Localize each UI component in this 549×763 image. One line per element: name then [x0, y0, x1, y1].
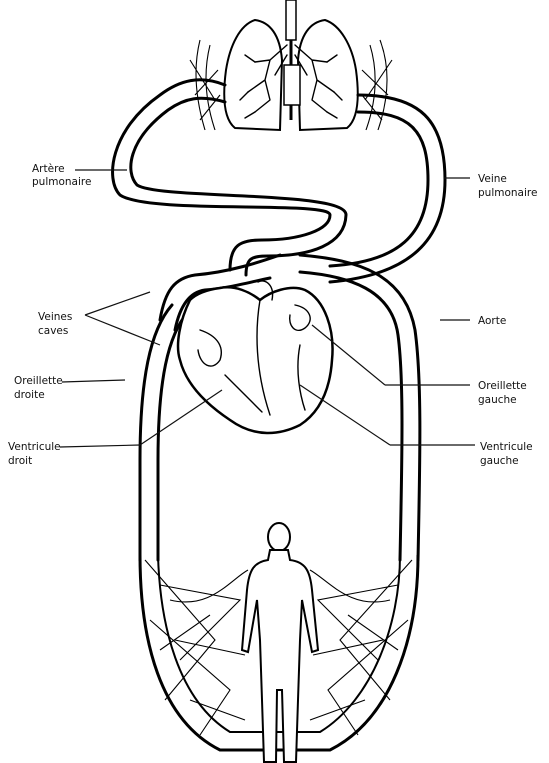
lungs — [190, 0, 392, 130]
label-veines-caves: Veines caves — [38, 311, 76, 337]
leader-oreillette-droite — [62, 380, 125, 382]
leader-veines-caves-upper — [85, 292, 150, 315]
label-ventricule-gauche: Ventricule gauche — [480, 441, 536, 467]
label-ventricule-droit: Ventricule droit — [8, 441, 64, 467]
leader-ventricule-droit — [60, 445, 140, 447]
leader-veines-caves-lower — [85, 315, 160, 345]
label-artere-pulmonaire: Artère pulmonaire — [32, 163, 91, 188]
leader-ventricule-droit-inner — [140, 390, 222, 445]
label-oreillette-gauche: Oreillette gauche — [478, 380, 530, 406]
heart — [178, 281, 332, 433]
human-figure — [242, 523, 318, 762]
label-aorte: Aorte — [478, 315, 506, 327]
label-oreillette-droite: Oreillette droite — [14, 375, 66, 401]
label-veine-pulmonaire: Veine pulmonaire — [478, 173, 537, 199]
